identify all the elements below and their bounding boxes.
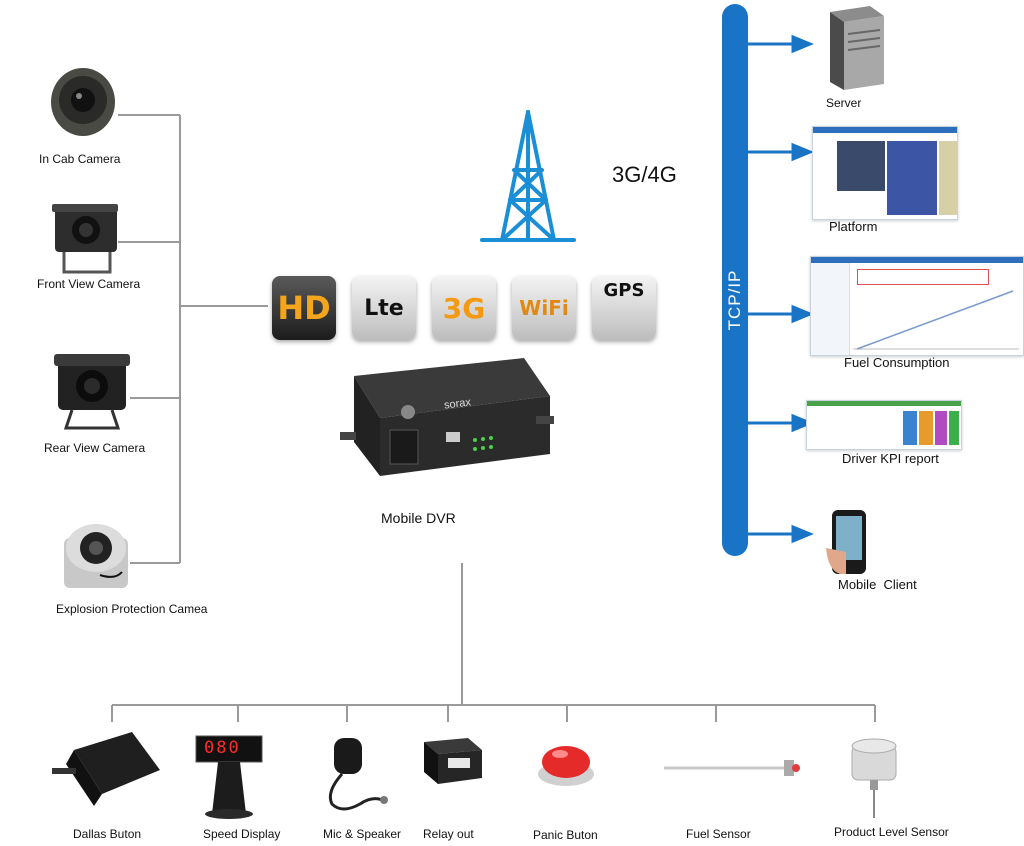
wifi-badge-text: WiFi [519, 296, 569, 320]
client-label-fuel-consumption: Fuel Consumption [844, 355, 950, 370]
in-cab-camera-icon [48, 60, 118, 145]
fuel-sensor-icon [662, 756, 802, 785]
peripheral-label-speed-display: Speed Display [203, 827, 281, 841]
mobile-dvr-label: Mobile DVR [381, 510, 456, 526]
speed-display-icon [194, 734, 284, 825]
gps-badge-text: GPS [603, 280, 645, 301]
panic-button-icon [536, 740, 598, 795]
hd-badge-icon: HD [272, 276, 336, 340]
speed-display-value: 080 [204, 738, 241, 758]
camera-label-front-view: Front View Camera [37, 277, 141, 291]
client-label-driver-kpi: Driver KPI report [842, 451, 939, 466]
lte-badge-text: Lte [364, 295, 404, 321]
wifi-badge-icon: WiFi [512, 276, 576, 340]
rear-view-camera-icon [52, 352, 132, 437]
network-label: 3G/4G [612, 162, 677, 187]
3g-badge-text: 3G [442, 291, 486, 325]
camera-label-rear-view: Rear View Camera [44, 441, 146, 455]
camera-label-in-cab: In Cab Camera [39, 152, 121, 166]
camera-label-explosion-protection: Explosion Protection Camea [56, 602, 208, 616]
mobile-dvr-icon [338, 356, 555, 491]
front-view-camera-icon [50, 202, 120, 282]
client-label-platform: Platform [829, 219, 878, 234]
dallas-button-icon [52, 728, 162, 813]
explosion-protection-camera-icon [60, 520, 132, 597]
tcp-ip-bus [722, 4, 748, 556]
gps-badge-icon: GPS [592, 276, 656, 340]
peripheral-label-relay-out: Relay out [423, 827, 474, 841]
server-icon [816, 4, 886, 99]
product-level-sensor-icon [844, 728, 904, 823]
peripheral-label-panic-button: Panic Buton [533, 828, 598, 842]
relay-out-icon [414, 736, 486, 793]
peripheral-label-dallas: Dallas Buton [73, 827, 142, 841]
client-label-mobile: Mobile Client [838, 577, 917, 592]
platform-screenshot-icon [812, 126, 958, 220]
peripheral-label-product-level-sensor: Product Level Sensor [834, 825, 949, 839]
client-label-server: Server [826, 96, 862, 110]
lte-badge-icon: Lte [352, 276, 416, 340]
fuel-consumption-chart-icon [810, 256, 1024, 356]
hd-badge-text: HD [277, 289, 331, 327]
tcp-ip-label: TCP/IP [725, 269, 744, 331]
3g-badge-icon: 3G [432, 276, 496, 340]
peripheral-label-mic-speaker: Mic & Speaker [323, 827, 402, 841]
driver-kpi-report-icon [806, 400, 962, 450]
antenna-tower-icon [478, 110, 578, 250]
peripheral-label-fuel-sensor: Fuel Sensor [686, 827, 751, 841]
mobile-client-phone-icon [826, 508, 872, 581]
mic-speaker-icon [312, 734, 396, 819]
